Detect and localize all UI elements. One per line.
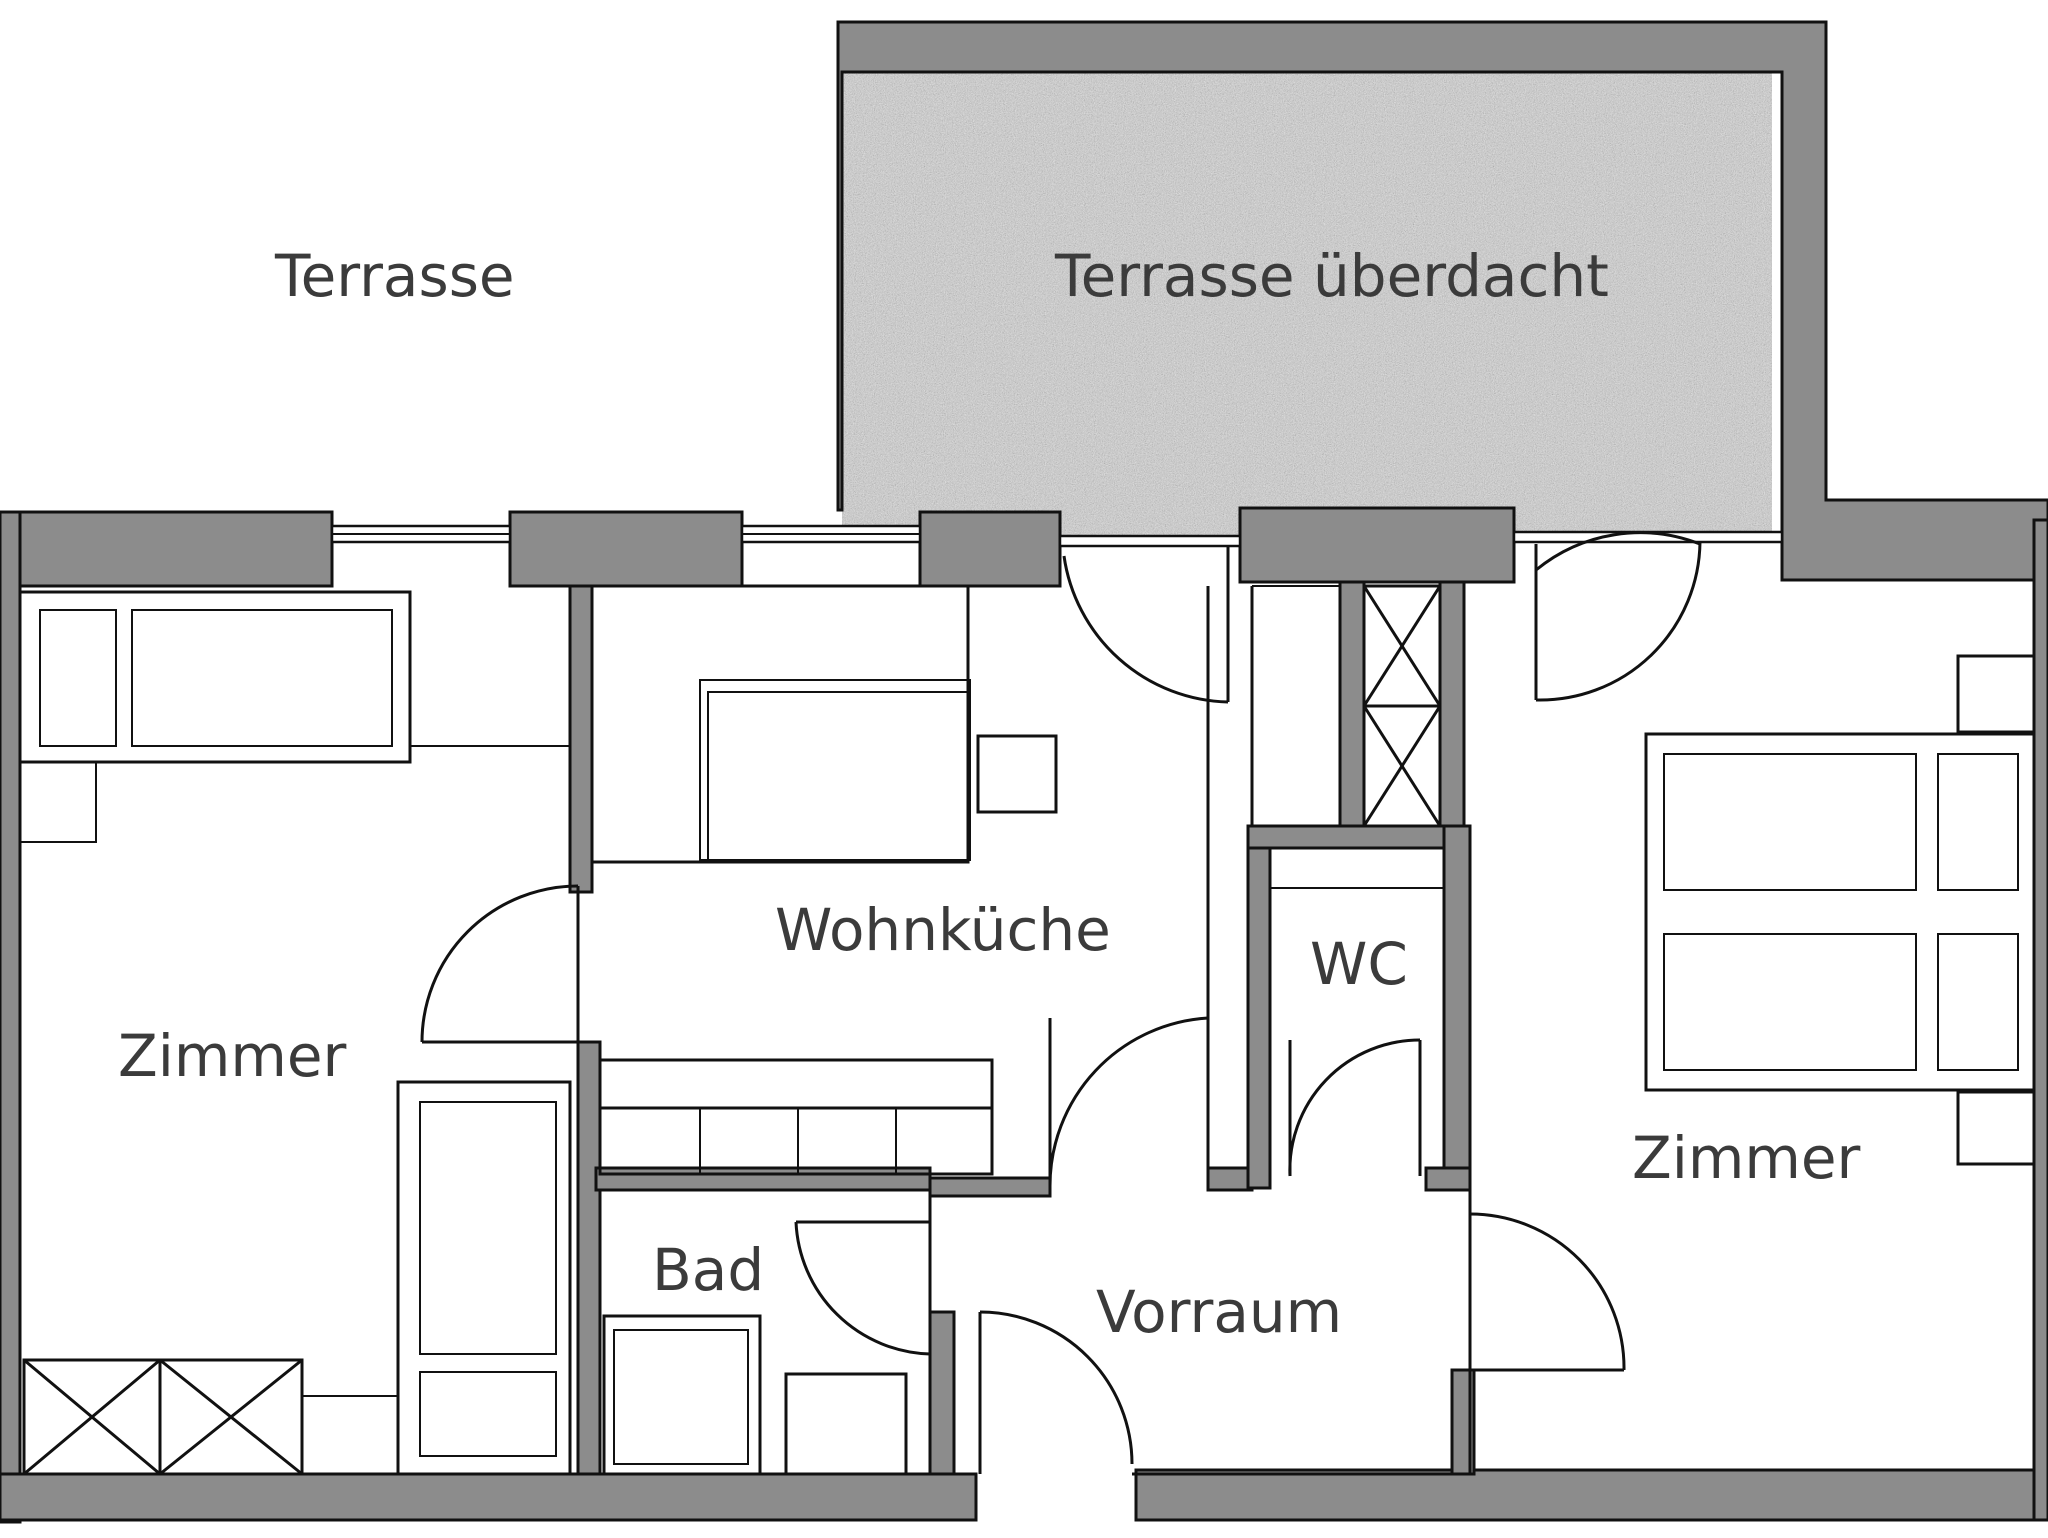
service-shaft: [1362, 584, 1442, 828]
kitchen-furniture: [590, 584, 1058, 1176]
outer-walls: [0, 506, 2048, 1524]
label-wc: WC: [1310, 930, 1408, 998]
covered-terrace-walls: [836, 20, 2048, 582]
label-room-left: Zimmer: [118, 1022, 347, 1090]
interior-walls: [568, 580, 1476, 1476]
label-hallway: Vorraum: [1096, 1278, 1342, 1346]
room-labels: Terrasse Terrasse überdacht Wohnküche Zi…: [118, 242, 1861, 1346]
label-bath: Bad: [652, 1236, 764, 1304]
label-living-kitchen: Wohnküche: [775, 896, 1111, 964]
label-terrace: Terrasse: [274, 242, 515, 310]
windows: [330, 524, 1784, 548]
right-room-furniture: [1468, 531, 2036, 1474]
label-covered-terrace: Terrasse überdacht: [1054, 242, 1609, 310]
door-left-room: [420, 884, 580, 1044]
hallway-entrance: [952, 1310, 1452, 1476]
bath-room: [598, 1190, 932, 1476]
wc-room: [1269, 847, 1445, 1177]
covered-terrace-area: [842, 72, 1772, 542]
door-kitchen-terrace: [1062, 546, 1230, 704]
door-kitchen-hallway: [1048, 1016, 1210, 1187]
label-room-right: Zimmer: [1632, 1124, 1861, 1192]
left-room-furniture: [18, 590, 572, 1476]
